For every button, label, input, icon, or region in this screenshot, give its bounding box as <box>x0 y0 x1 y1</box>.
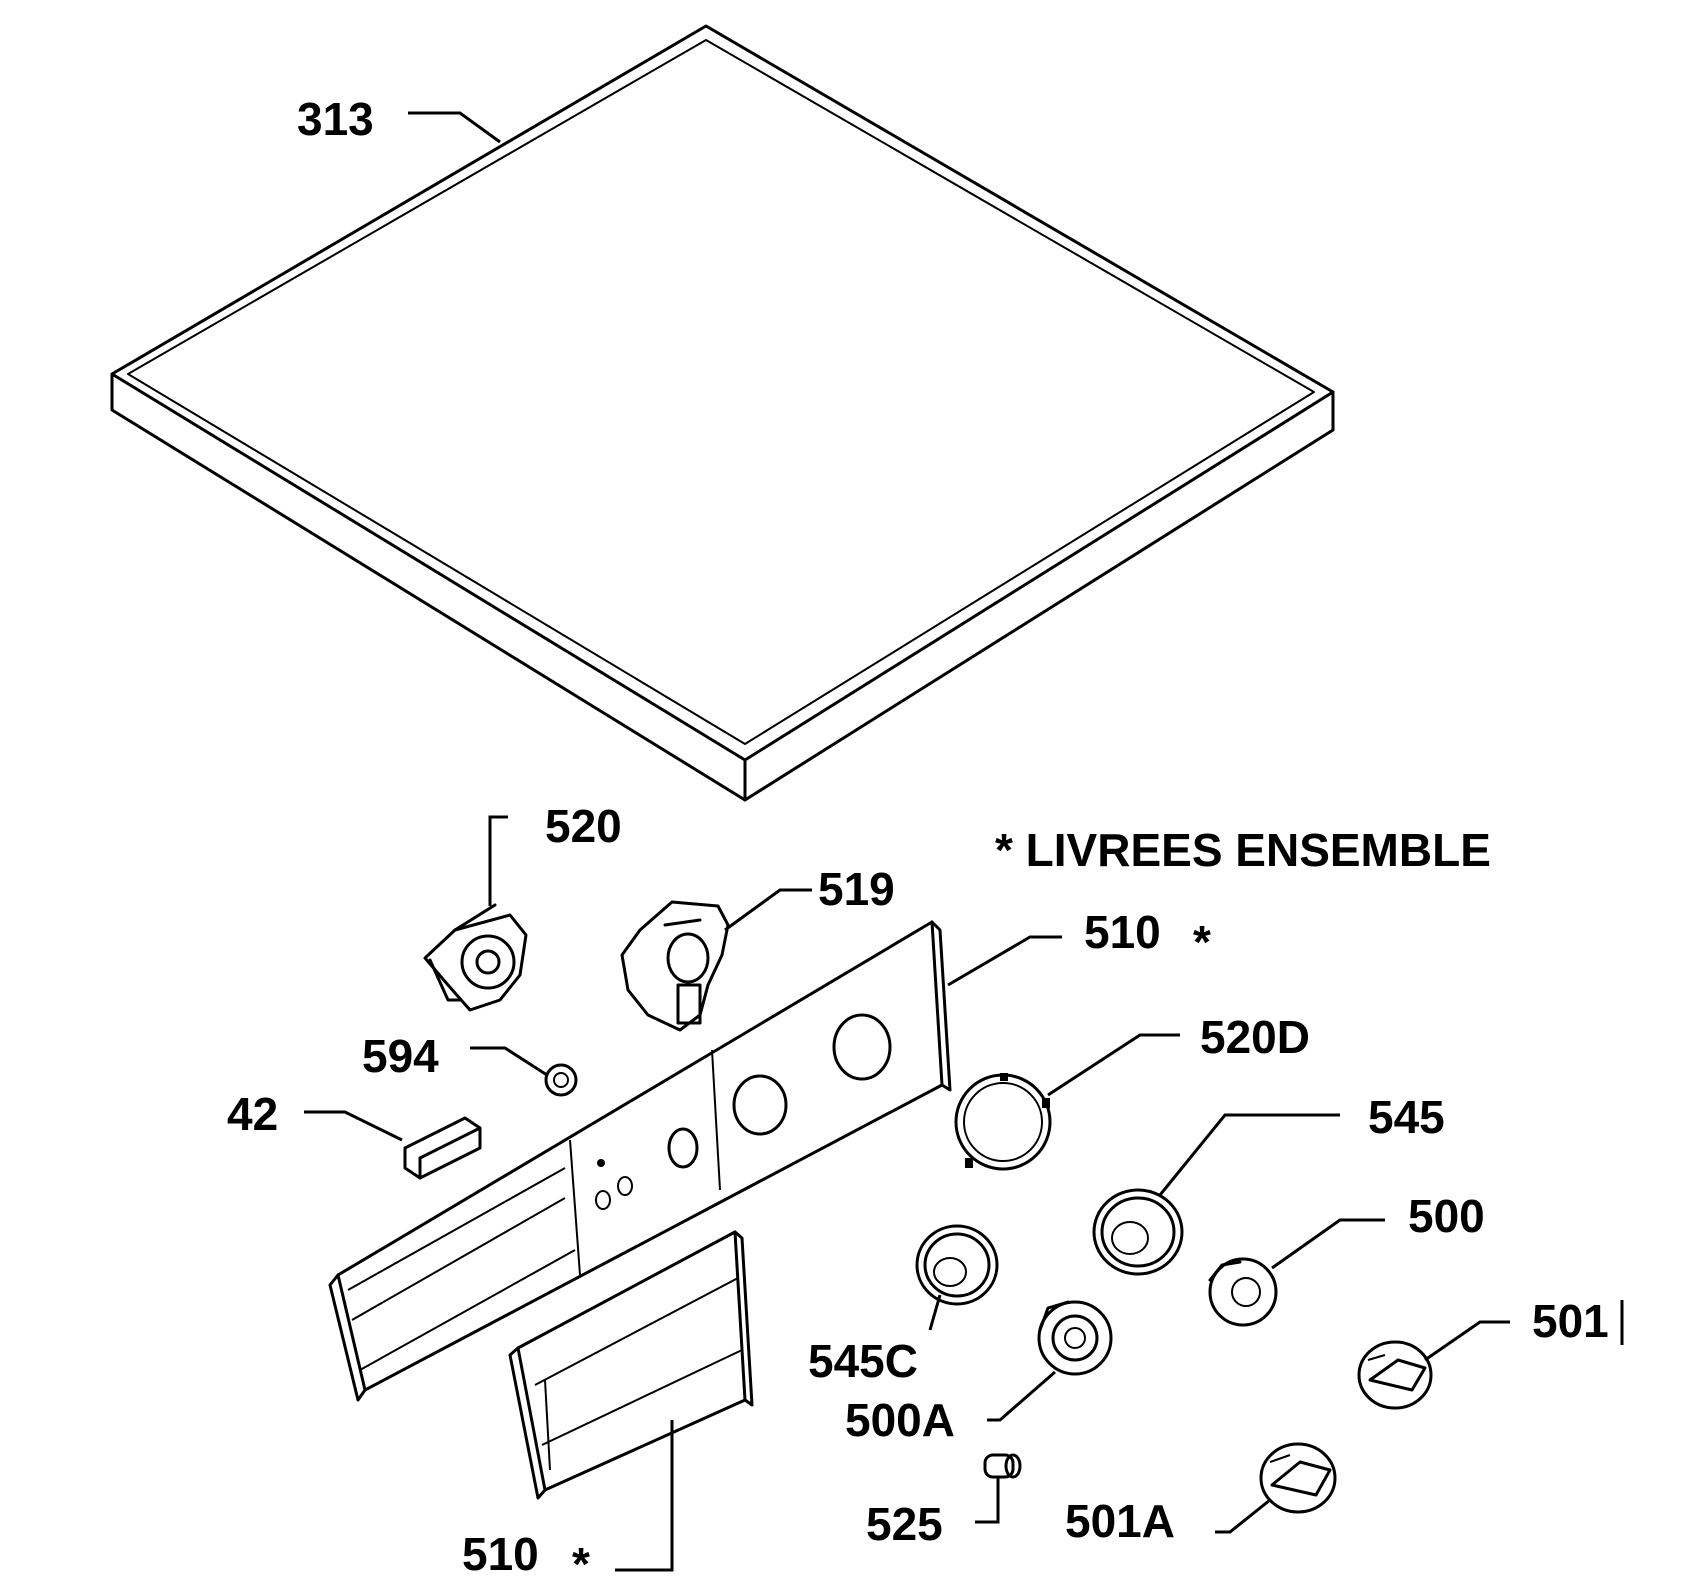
label-42: 42 <box>227 1088 278 1140</box>
label-594: 594 <box>362 1030 439 1082</box>
leader-525 <box>975 1478 1000 1524</box>
part-501-knob-cap <box>1357 1340 1433 1410</box>
part-500A-insert <box>1037 1300 1113 1376</box>
leader-545 <box>1158 1113 1340 1196</box>
label-510-top: 510 <box>1084 906 1161 958</box>
part-594-small-knob <box>544 1063 578 1097</box>
label-501: 501 <box>1532 1295 1609 1347</box>
leader-510-top <box>947 935 1062 987</box>
part-545C-bezel <box>915 1224 999 1306</box>
leader-545C <box>928 1294 942 1331</box>
part-500-knob <box>1208 1257 1278 1327</box>
leader-500A <box>987 1370 1056 1422</box>
part-545-bezel <box>1092 1188 1184 1276</box>
part-519-cam-assembly <box>620 900 730 1032</box>
part-520-cam <box>423 903 528 1012</box>
label-519: 519 <box>818 863 895 915</box>
part-510-drawer-front <box>508 1230 754 1500</box>
label-545: 545 <box>1368 1091 1445 1143</box>
label-525: 525 <box>866 1498 943 1550</box>
label-520: 520 <box>545 800 622 852</box>
leader-594 <box>470 1046 548 1077</box>
label-500A: 500A <box>845 1394 955 1446</box>
leader-510-bottom <box>615 1420 674 1572</box>
label-510-bottom-star: * <box>572 1538 590 1590</box>
leader-520 <box>488 815 508 906</box>
label-313: 313 <box>297 93 374 145</box>
label-510-top-star: * <box>1193 916 1211 968</box>
leader-519 <box>724 888 812 932</box>
part-520D-ring <box>954 1073 1052 1171</box>
label-500: 500 <box>1408 1190 1485 1242</box>
leader-501 <box>1424 1320 1510 1362</box>
part-501A-knob-cap <box>1259 1442 1337 1514</box>
part-313-top-cover <box>110 24 1335 802</box>
label-545C: 545C <box>808 1335 918 1387</box>
label-501A: 501A <box>1065 1495 1175 1547</box>
part-525-pin <box>983 1453 1022 1479</box>
label-520D: 520D <box>1200 1011 1310 1063</box>
part-510-control-panel <box>328 920 952 1402</box>
part-42-clip <box>403 1116 482 1180</box>
leader-520D <box>1047 1033 1180 1097</box>
leader-500 <box>1271 1218 1385 1270</box>
leader-501A <box>1215 1498 1271 1534</box>
leader-313 <box>408 111 501 144</box>
note-livrees-ensemble: * LIVREES ENSEMBLE <box>995 824 1491 876</box>
leader-42 <box>304 1110 403 1142</box>
label-510-bottom: 510 <box>462 1528 539 1580</box>
